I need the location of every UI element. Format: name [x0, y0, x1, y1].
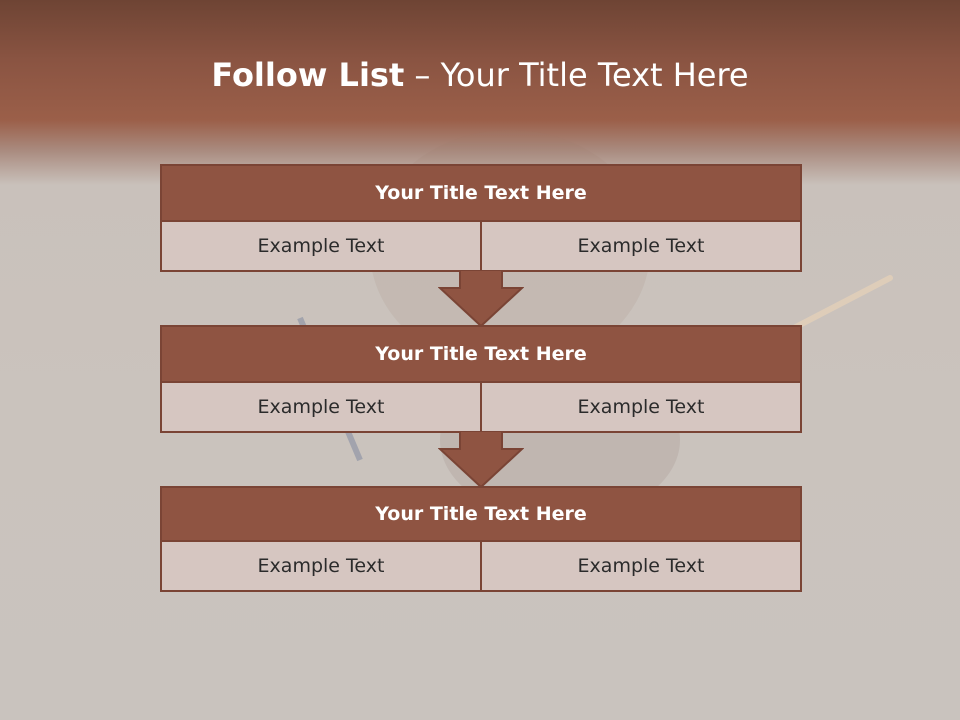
block-row: Example Text Example Text	[160, 542, 802, 592]
block-cell-left: Example Text	[160, 383, 482, 433]
slide-title: Follow List – Your Title Text Here	[0, 56, 960, 94]
block-header: Your Title Text Here	[160, 325, 802, 383]
block-cell-left: Example Text	[160, 542, 482, 592]
block-row: Example Text Example Text	[160, 383, 802, 433]
block-cell-left: Example Text	[160, 222, 482, 272]
block-header: Your Title Text Here	[160, 486, 802, 542]
slide-title-rest: – Your Title Text Here	[404, 56, 749, 94]
block-cell-right: Example Text	[482, 542, 802, 592]
list-block-3: Your Title Text Here Example Text Exampl…	[160, 486, 802, 592]
block-cell-right: Example Text	[482, 383, 802, 433]
down-arrow-icon	[438, 270, 524, 328]
slide-title-bold: Follow List	[211, 56, 405, 94]
list-block-2: Your Title Text Here Example Text Exampl…	[160, 325, 802, 433]
down-arrow-icon	[438, 431, 524, 489]
block-header: Your Title Text Here	[160, 164, 802, 222]
block-cell-right: Example Text	[482, 222, 802, 272]
list-block-1: Your Title Text Here Example Text Exampl…	[160, 164, 802, 272]
block-row: Example Text Example Text	[160, 222, 802, 272]
